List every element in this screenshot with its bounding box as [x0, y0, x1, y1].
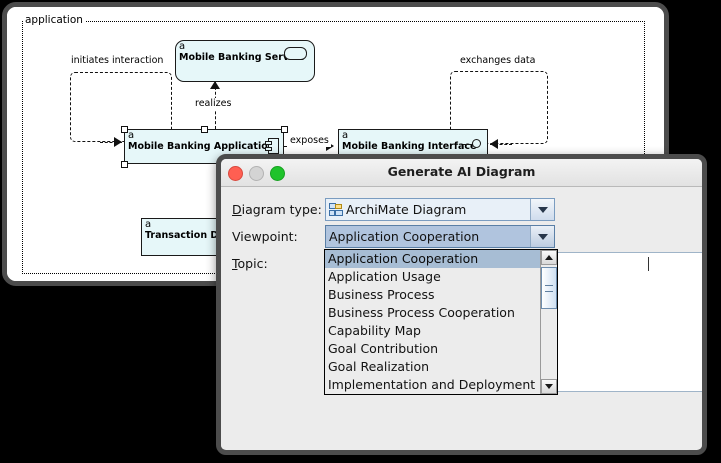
viewpoint-value: Application Cooperation	[329, 229, 480, 244]
chevron-down-icon	[537, 206, 548, 213]
diagram-type-mnemonic: D	[232, 202, 242, 217]
scrollbar-thumb[interactable]	[541, 267, 557, 309]
maximize-button[interactable]	[270, 166, 285, 181]
element-type-letter: a	[179, 41, 186, 52]
relation-label-exchanges: exchanges data	[458, 55, 538, 67]
viewpoint-option-business-process-cooperation[interactable]: Business Process Cooperation	[328, 305, 515, 320]
relation-realizes-arrowhead	[210, 81, 220, 89]
viewpoint-option-application-cooperation[interactable]: Application Cooperation	[325, 250, 540, 268]
element-type-letter: a	[128, 130, 135, 141]
relation-label-initiates: initiates interaction	[69, 55, 166, 67]
element-name: Mobile Banking Application	[128, 141, 275, 152]
diagram-type-dropdown-button[interactable]	[530, 199, 554, 220]
relation-initiates-arrowhead	[114, 137, 122, 147]
viewpoint-option-capability-map[interactable]: Capability Map	[328, 323, 421, 338]
diagram-type-combo[interactable]: ArchiMate Diagram	[325, 198, 555, 221]
scrollbar-track[interactable]	[541, 265, 557, 379]
generate-ai-diagram-dialog: Generate AI Diagram Diagram type: ArchiM…	[216, 154, 707, 455]
component-icon	[265, 138, 279, 154]
triangle-up-icon	[545, 255, 553, 260]
minimize-button[interactable]	[249, 166, 264, 181]
viewpoint-list-scrollbar[interactable]	[540, 250, 557, 394]
selection-handle[interactable]	[121, 161, 128, 168]
viewpoint-label: Viewpoint:	[232, 229, 298, 244]
selection-handle[interactable]	[201, 126, 208, 133]
diagram-type-label-rest: iagram type:	[241, 202, 322, 217]
diagram-type-value: ArchiMate Diagram	[346, 202, 467, 217]
grouping-label: application	[23, 14, 85, 26]
archimate-diagram-icon	[329, 203, 343, 216]
chevron-down-icon	[537, 233, 548, 240]
element-name: Mobile Banking Interface	[342, 141, 477, 152]
viewpoint-option-list: Application Cooperation Application Usag…	[325, 250, 540, 394]
element-name: Mobile Banking Service	[179, 52, 305, 63]
viewpoint-option-application-usage[interactable]: Application Usage	[328, 269, 441, 284]
scroll-down-button[interactable]	[541, 379, 557, 394]
viewpoint-dropdown-button[interactable]	[530, 226, 554, 247]
relation-label-realizes: realizes	[193, 98, 234, 110]
element-name: Transaction Data	[145, 230, 236, 241]
topic-mnemonic: T	[232, 256, 238, 271]
relation-exchanges-shape[interactable]	[450, 71, 548, 144]
relation-label-exposes: exposes	[288, 135, 331, 147]
scroll-up-button[interactable]	[541, 250, 557, 265]
dialog-title: Generate AI Diagram	[387, 164, 536, 179]
dialog-body: Diagram type: ArchiMate Diagram Viewpoin…	[221, 187, 702, 449]
viewpoint-combo[interactable]: Application Cooperation	[325, 225, 555, 248]
triangle-down-icon	[545, 384, 553, 389]
topic-label-rest: opic:	[237, 256, 268, 271]
relation-exchanges-connector	[490, 144, 512, 145]
close-button[interactable]	[228, 166, 243, 181]
diagram-type-label: Diagram type:	[232, 202, 322, 217]
element-type-letter: a	[342, 130, 349, 141]
selection-handle[interactable]	[281, 126, 288, 133]
lollipop-interface-icon	[463, 139, 481, 149]
grip-icon	[545, 284, 553, 292]
viewpoint-option-implementation-and-deployment[interactable]: Implementation and Deployment	[328, 377, 536, 392]
element-type-letter: a	[145, 219, 152, 230]
selection-handle[interactable]	[121, 126, 128, 133]
viewpoint-dropdown-list[interactable]: Application Cooperation Application Usag…	[324, 249, 558, 395]
dialog-titlebar[interactable]: Generate AI Diagram	[221, 159, 702, 187]
viewpoint-option-goal-realization[interactable]: Goal Realization	[328, 359, 430, 374]
viewpoint-option-goal-contribution[interactable]: Goal Contribution	[328, 341, 439, 356]
topic-label: Topic:	[232, 256, 268, 271]
relation-exchanges-arrowhead	[490, 139, 498, 149]
relation-initiates-connector	[100, 142, 122, 143]
text-caret	[648, 257, 649, 271]
viewpoint-option-business-process[interactable]: Business Process	[328, 287, 435, 302]
element-mobile-banking-service[interactable]: a Mobile Banking Service	[175, 40, 315, 82]
diagram-type-value-wrap: ArchiMate Diagram	[326, 199, 530, 220]
rounded-service-icon	[284, 47, 307, 60]
